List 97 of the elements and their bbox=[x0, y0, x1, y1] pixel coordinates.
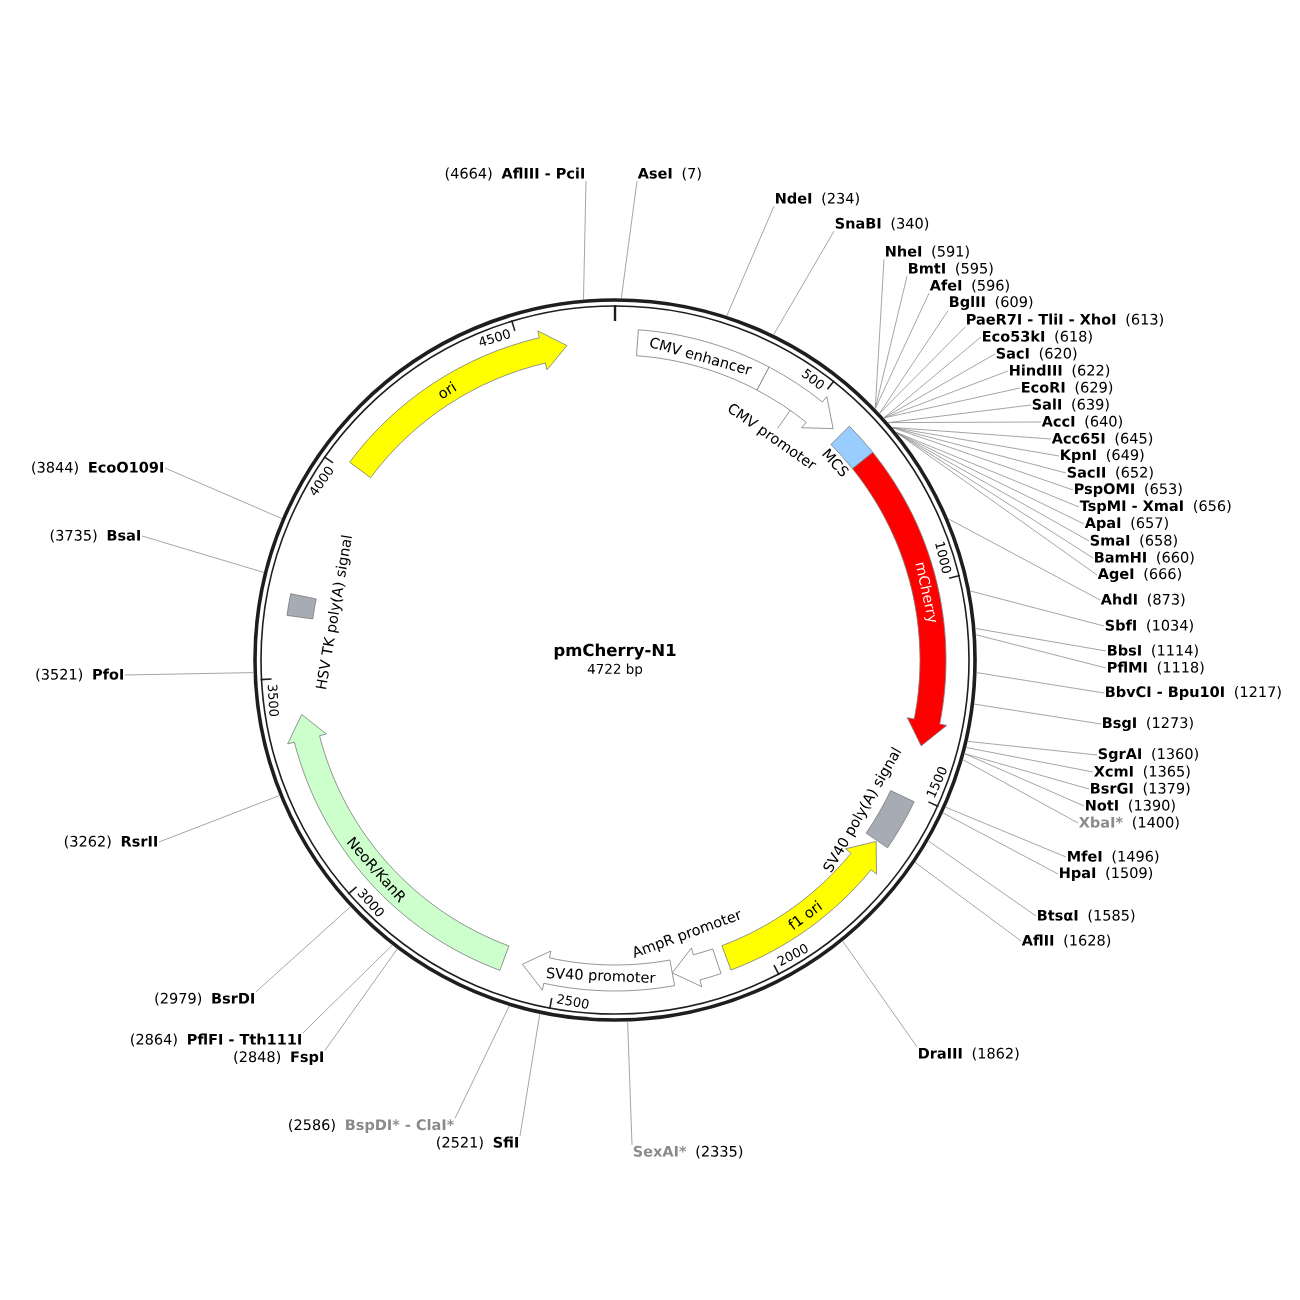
leader-line bbox=[124, 672, 254, 676]
restriction-site-label: BtsαI (1585) bbox=[1038, 909, 1135, 923]
restriction-site-label: SgrAI (1360) bbox=[1098, 747, 1198, 763]
restriction-site-label: (2979) BsrDI bbox=[155, 992, 254, 1006]
restriction-site-label: BbvCI - Bpu10I (1217) bbox=[1106, 685, 1281, 700]
leader-line bbox=[141, 535, 265, 573]
leader-line bbox=[164, 467, 283, 520]
restriction-site-label: XbaI* (1400) bbox=[1079, 816, 1179, 830]
leader-line bbox=[874, 292, 930, 410]
feature-segment: CMV enhancer bbox=[636, 329, 770, 391]
leader-line bbox=[883, 353, 996, 419]
restriction-site-label: (3844) EcoO109I bbox=[32, 461, 163, 475]
restriction-site-label: BamHI (660) bbox=[1095, 551, 1194, 565]
restriction-site-label: (2848) FspI bbox=[234, 1051, 323, 1065]
leader-line bbox=[975, 634, 1107, 669]
restriction-site-label: EcoRI (629) bbox=[1022, 381, 1113, 395]
restriction-site-label: PaeR7I - TliI - XhoI (613) bbox=[967, 313, 1163, 327]
restriction-site-label: SacII (652) bbox=[1067, 466, 1153, 480]
restriction-site-label: ApaI (657) bbox=[1084, 516, 1168, 531]
tick-label: 3500 bbox=[267, 684, 279, 717]
leader-line bbox=[962, 759, 1079, 824]
restriction-site-label: Eco53kI (618) bbox=[983, 330, 1092, 344]
restriction-site-label: DraIII (1862) bbox=[919, 1047, 1019, 1061]
restriction-site-label: MfeI (1496) bbox=[1068, 850, 1159, 864]
leader-line bbox=[773, 230, 835, 336]
leader-line bbox=[883, 370, 1009, 419]
leader-line bbox=[965, 747, 1094, 773]
restriction-site-label: XcmI (1365) bbox=[1094, 765, 1190, 779]
restriction-site-label: BglII (609) bbox=[950, 295, 1033, 311]
restriction-site-label: SacI (620) bbox=[996, 347, 1077, 361]
leader-line bbox=[883, 336, 982, 419]
leader-line bbox=[883, 387, 1021, 419]
restriction-site-label: BsgI (1273) bbox=[1103, 716, 1193, 732]
leader-line bbox=[976, 672, 1105, 694]
restriction-site-label: HpaI (1509) bbox=[1060, 867, 1153, 881]
leader-line bbox=[973, 703, 1102, 725]
leader-line bbox=[914, 861, 1022, 942]
leader-line bbox=[255, 906, 351, 993]
restriction-site-label: BbsI (1114) bbox=[1108, 644, 1198, 658]
restriction-site-label: NotI (1390) bbox=[1086, 799, 1175, 813]
restriction-site-label: SmaI (658) bbox=[1090, 534, 1177, 548]
tick-label: 1500 bbox=[926, 766, 947, 798]
tick-label: 2000 bbox=[777, 944, 808, 966]
restriction-site-label: (2521) SfiI bbox=[437, 1136, 518, 1150]
restriction-site-label: Acc65I (645) bbox=[1051, 432, 1153, 446]
restriction-site-label: (3521) PfoI bbox=[36, 668, 123, 682]
leader-line bbox=[324, 948, 398, 1051]
restriction-site-label: PflMI (1118) bbox=[1108, 661, 1204, 675]
feature-segment: HSV TK poly(A) signal bbox=[286, 535, 352, 690]
restriction-site-label: BmtI (595) bbox=[909, 262, 993, 276]
leader-line bbox=[726, 205, 775, 317]
leader-line bbox=[302, 944, 393, 1034]
leader-line bbox=[842, 940, 918, 1048]
restriction-site-label: PspOMI (653) bbox=[1075, 482, 1182, 497]
leader-line bbox=[454, 1005, 510, 1119]
tick-label: 500 bbox=[801, 368, 824, 389]
restriction-site-label: SbfI (1034) bbox=[1105, 619, 1193, 633]
restriction-site-label: AfeI (596) bbox=[929, 279, 1009, 293]
leader-line bbox=[947, 518, 1101, 601]
leader-line bbox=[879, 326, 966, 414]
restriction-site-label: AccI (640) bbox=[1041, 415, 1122, 429]
node-label: HSV TK poly(A) signal bbox=[315, 535, 352, 690]
leader-line bbox=[887, 421, 1042, 423]
leader-line bbox=[627, 1021, 633, 1146]
leader-line bbox=[874, 275, 908, 410]
leader-line bbox=[975, 628, 1107, 652]
restriction-site-label: AflII (1628) bbox=[1021, 934, 1111, 948]
restriction-site-label: (3735) BsaI bbox=[50, 529, 140, 543]
leader-line bbox=[927, 840, 1037, 917]
leader-line bbox=[519, 1013, 541, 1137]
leader-line bbox=[583, 180, 587, 300]
leader-line bbox=[942, 812, 1059, 875]
leader-line bbox=[967, 740, 1098, 756]
restriction-site-label: SalI (639) bbox=[1032, 398, 1109, 412]
leader-line bbox=[891, 427, 1074, 491]
restriction-site-label: SexAI* (2335) bbox=[633, 1145, 743, 1159]
restriction-site-label: (4664) AflIII - PciI bbox=[445, 167, 584, 181]
restriction-site-label: BsrGI (1379) bbox=[1091, 782, 1190, 796]
restriction-site-label: AseI (7) bbox=[637, 167, 701, 181]
leader-line bbox=[969, 590, 1105, 627]
restriction-site-label: AgeI (666) bbox=[1097, 567, 1181, 583]
restriction-site-label: NdeI (234) bbox=[776, 192, 859, 206]
restriction-site-label: HindIII (622) bbox=[1010, 364, 1110, 378]
tick-label: 4500 bbox=[479, 329, 510, 346]
leader-line bbox=[945, 806, 1067, 858]
restriction-site-label: SnaBI (340) bbox=[835, 217, 929, 231]
restriction-site-label: (2864) PflFI - Tth111I bbox=[131, 1033, 301, 1047]
restriction-site-label: KpnI (649) bbox=[1061, 448, 1144, 463]
restriction-site-label: TspMI - XmaI (656) bbox=[1079, 499, 1231, 514]
restriction-site-label: (3262) RsrII bbox=[64, 835, 157, 849]
leader-line bbox=[158, 795, 280, 843]
leader-line bbox=[620, 180, 638, 299]
restriction-site-label: (2586) BspDI* - ClaI* bbox=[289, 1118, 454, 1133]
restriction-site-label: NheI (591) bbox=[886, 245, 969, 259]
leader-line bbox=[891, 427, 1067, 474]
restriction-site-label: AhdI (873) bbox=[1100, 593, 1185, 607]
leader-line bbox=[964, 753, 1085, 807]
